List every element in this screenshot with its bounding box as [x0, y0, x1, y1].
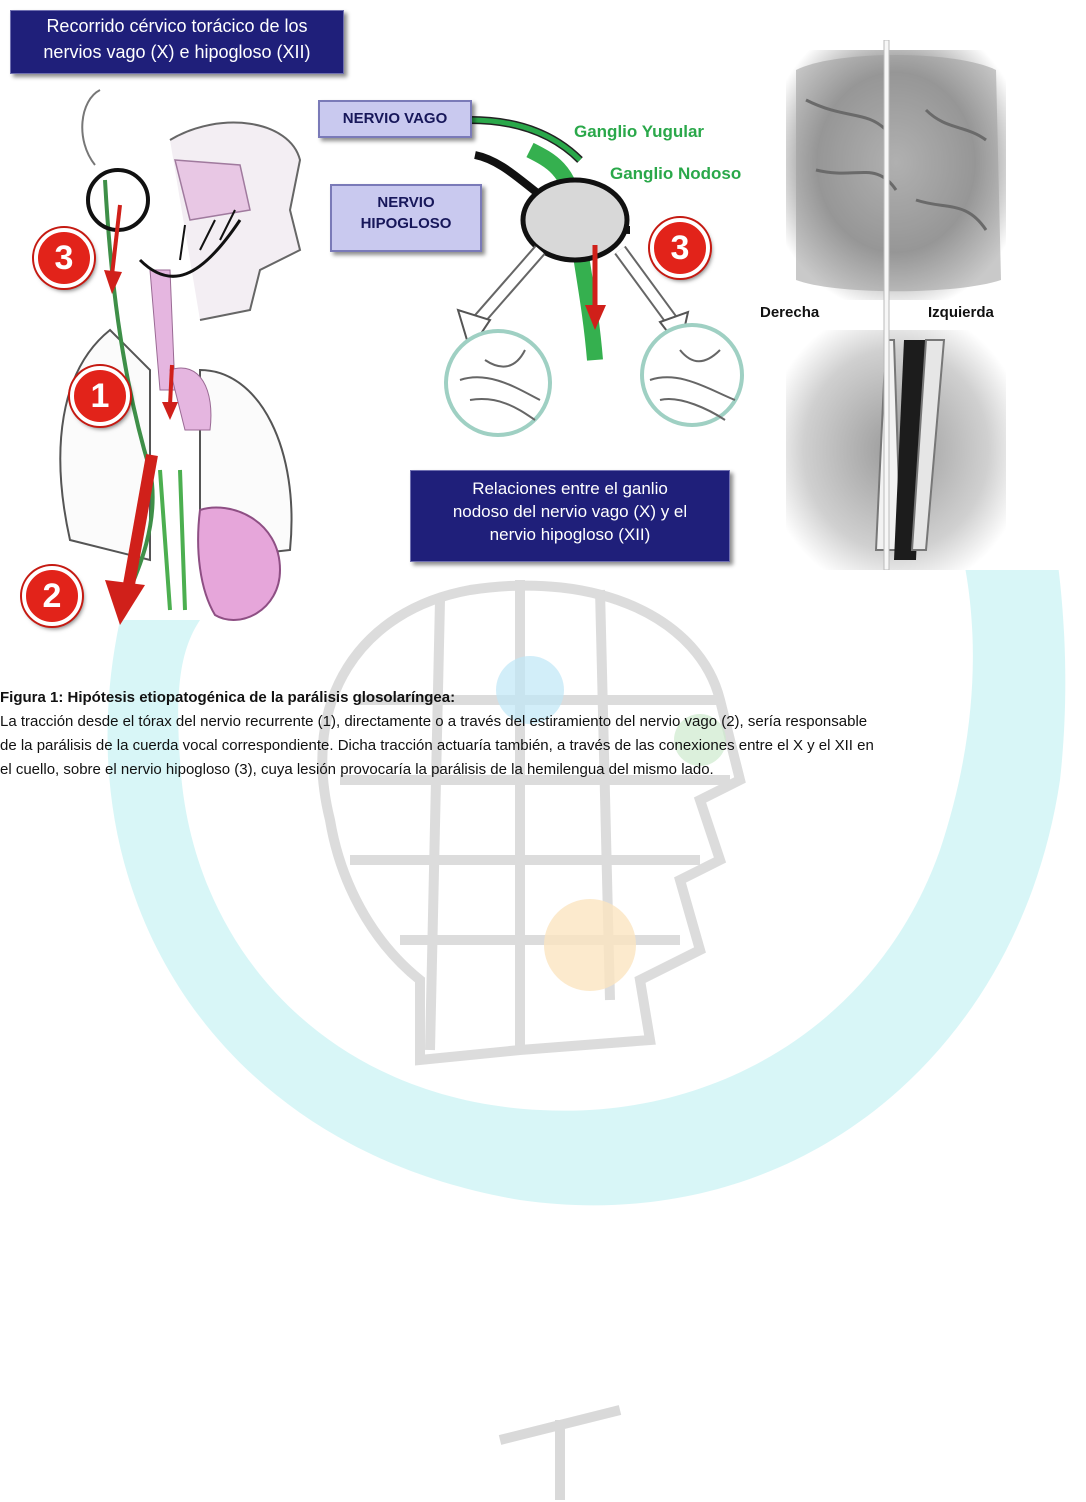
ganglio-yugular-label: Ganglio Yugular — [574, 122, 704, 142]
ganglion-diagram — [430, 100, 760, 450]
cervicothoracic-drawing — [0, 70, 320, 640]
ganglio-nodoso-label: Ganglio Nodoso — [610, 164, 741, 184]
nervio-vago-box: NERVIO VAGO — [318, 100, 472, 138]
nervio-hipogloso-line-1: NERVIO — [332, 192, 480, 213]
nervio-hipogloso-box: NERVIO HIPOGLOSO — [330, 184, 482, 252]
caption-line-2: de la parálisis de la cuerda vocal corre… — [0, 734, 1086, 758]
izquierda-label: Izquierda — [928, 304, 994, 321]
nervio-hipogloso-line-2: HIPOGLOSO — [332, 213, 480, 234]
badge-three-right: 3 — [650, 218, 710, 278]
relaciones-line-1: Relaciones entre el ganlio — [411, 477, 729, 500]
title-line-1: Recorrido cérvico torácico de los — [11, 13, 343, 39]
figure-caption: Figura 1: Hipótesis etiopatogénica de la… — [0, 686, 1086, 782]
relaciones-line-3: nervio hipogloso (XII) — [411, 523, 729, 546]
nervio-vago-label: NERVIO VAGO — [343, 110, 447, 127]
caption-title: Figura 1: Hipótesis etiopatogénica de la… — [0, 686, 1086, 710]
badge-three-left: 3 — [34, 228, 94, 288]
caption-line-1: La tracción desde el tórax del nervio re… — [0, 710, 1086, 734]
relaciones-line-2: nodoso del nervio vago (X) y el — [411, 500, 729, 523]
caption-line-3: el cuello, sobre el nervio hipogloso (3)… — [0, 758, 1086, 782]
title-line-2: nervios vago (X) e hipogloso (XII) — [11, 39, 343, 65]
anatomy-figure: Recorrido cérvico torácico de los nervio… — [0, 0, 1086, 640]
badge-two: 2 — [22, 566, 82, 626]
badge-one: 1 — [70, 366, 130, 426]
title-box: Recorrido cérvico torácico de los nervio… — [10, 10, 344, 74]
derecha-label: Derecha — [760, 304, 819, 321]
relaciones-box: Relaciones entre el ganlio nodoso del ne… — [410, 470, 730, 562]
